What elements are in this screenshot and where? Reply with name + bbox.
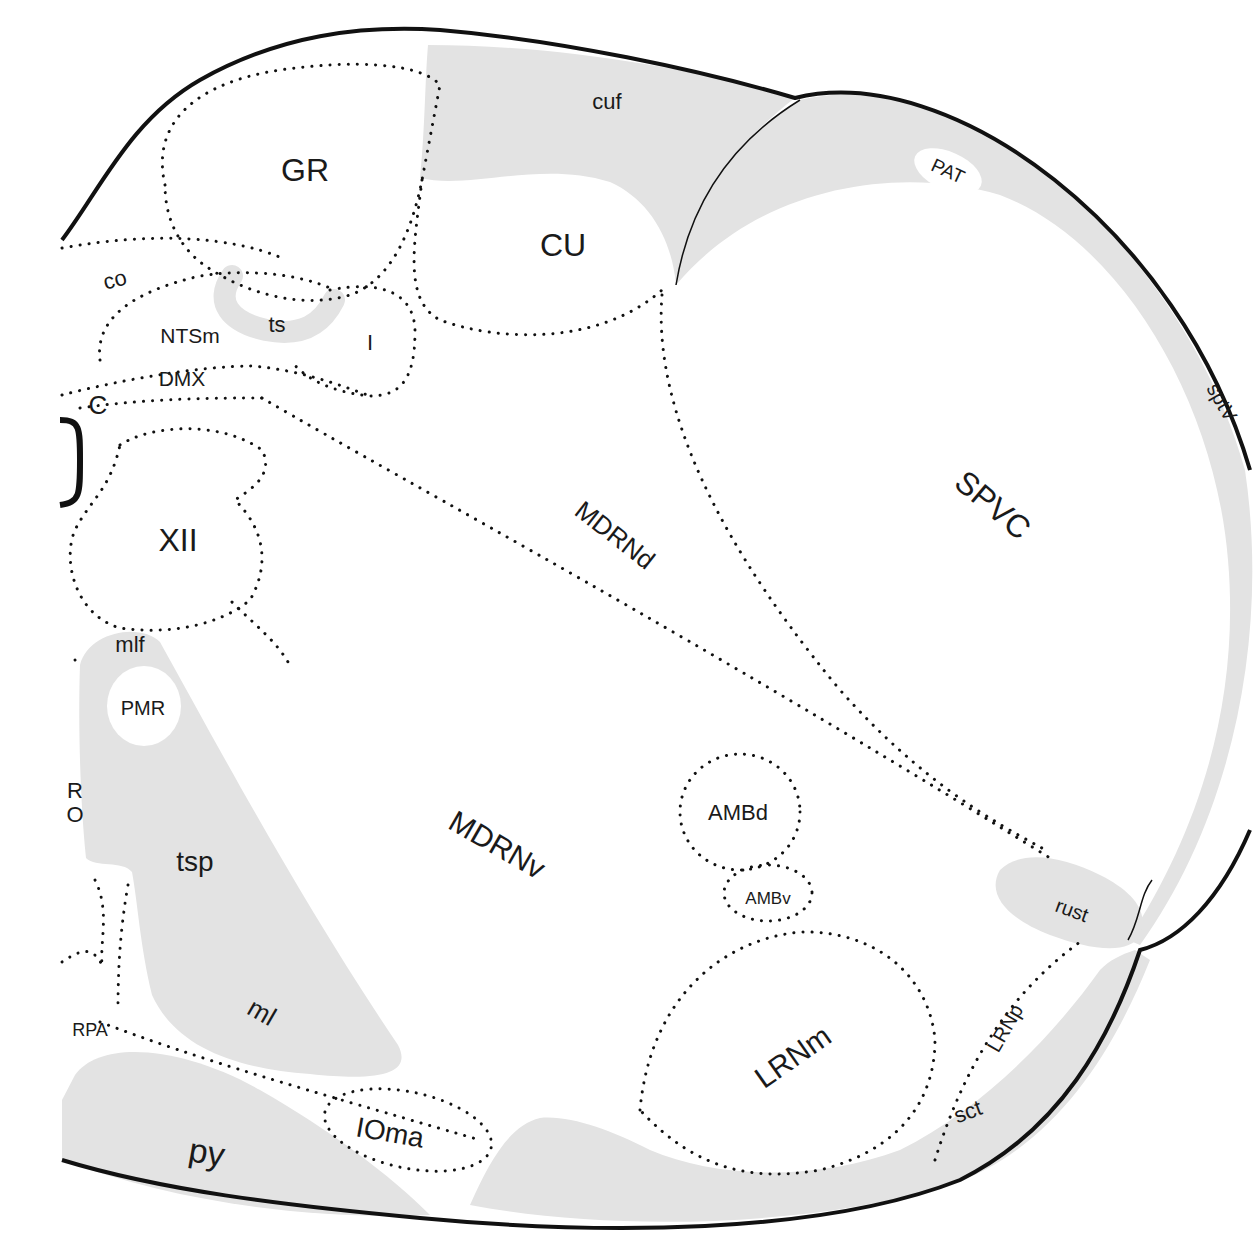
region-label: SPVC: [949, 465, 1036, 546]
region-label: IOma: [354, 1113, 426, 1152]
tract-border: [1128, 880, 1152, 940]
region-label: tsp: [176, 848, 213, 876]
region-label: DMX: [159, 368, 206, 389]
pyramid: [62, 1052, 430, 1216]
region-label: py: [186, 1132, 227, 1172]
region-label: LRNp: [984, 1001, 1027, 1055]
region-label: AMBv: [745, 890, 790, 907]
region-label: RPA: [72, 1021, 108, 1039]
pmr-region: [107, 666, 181, 746]
region-label: GR: [281, 154, 329, 186]
region-label: PMR: [121, 698, 165, 718]
region-label: MDRNd: [571, 496, 660, 573]
pat-region: [907, 139, 988, 203]
section-outline: [62, 29, 1250, 1228]
spinocerebellar-tract: [470, 950, 1150, 1222]
rubrospinal-tract: [996, 857, 1143, 948]
central-canal-bracket: [60, 420, 80, 505]
region-boundaries: [62, 64, 1080, 1185]
region-label: NTSm: [160, 325, 220, 346]
region-label: co: [101, 266, 129, 293]
region-label: AMBd: [708, 802, 768, 824]
tract-border: [676, 100, 800, 285]
region-label: RO: [64, 779, 86, 827]
region-label: C: [89, 392, 108, 418]
spinal-trigeminal-tract: [676, 94, 1252, 945]
region-label: cuf: [592, 91, 621, 113]
region-label: MDRNv: [444, 806, 550, 884]
tectospinal-medial-lemniscus: [79, 632, 401, 1077]
region-label: ts: [268, 314, 285, 336]
region-label: I: [367, 332, 373, 354]
region-label: LRNm: [750, 1020, 837, 1093]
region-label: XII: [158, 524, 197, 556]
region-label: mlf: [115, 634, 144, 656]
region-label: CU: [540, 229, 586, 261]
